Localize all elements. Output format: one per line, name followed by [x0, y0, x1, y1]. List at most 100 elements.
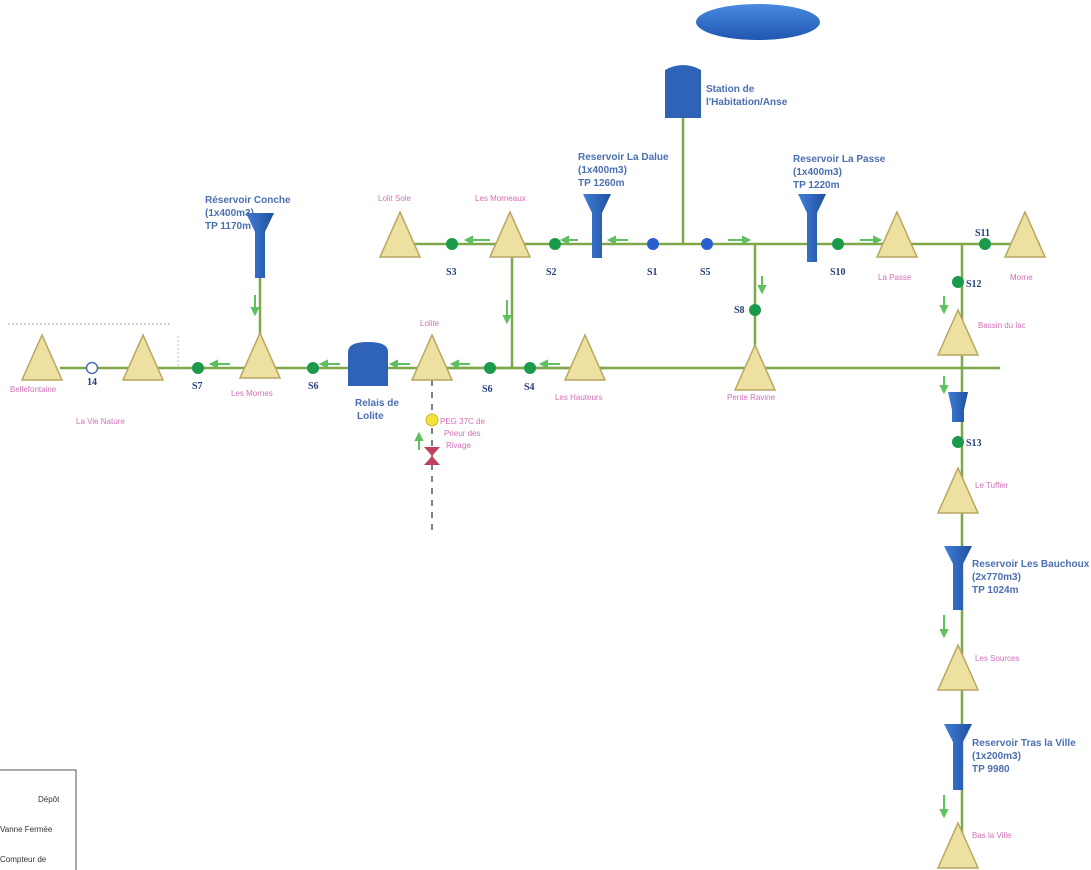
arrow-head: [414, 431, 424, 441]
place-la-vie-nature: La Vie Nature: [76, 417, 125, 426]
node-label-s12: S12: [966, 279, 982, 290]
node-14: [85, 361, 99, 375]
reservoir-tras-la-ville-label-3: TP 9980: [972, 764, 1010, 775]
triangle-lolite: [410, 333, 454, 381]
arrow-head: [463, 235, 473, 245]
reservoir-la-passe-label-3: TP 1220m: [793, 180, 840, 191]
node-label-s9: S8: [734, 305, 745, 316]
pumping-station-icon: [665, 65, 701, 118]
place-far-left: Bellefontaine: [10, 385, 57, 394]
place-lolit-sole: Lolit Sole: [378, 194, 411, 203]
reservoir-la-dalue-label-1: Reservoir La Dalue: [578, 152, 669, 163]
reservoir-la-dalue-label-2: (1x400m3): [578, 165, 627, 176]
arrow-head: [939, 629, 949, 639]
triangle-morne-right: [1003, 210, 1047, 258]
reservoir-la-passe-label-1: Reservoir La Passe: [793, 154, 886, 165]
reservoir-les-bauchoux-label-3: TP 1024m: [972, 585, 1019, 596]
triangle-bassin-lac: [936, 308, 980, 356]
triangle-les-sources: [936, 643, 980, 691]
node-s12: [952, 276, 964, 288]
node-label-s6: S6: [308, 381, 319, 392]
node-s10: [832, 238, 844, 250]
station-label-1: Station de: [706, 84, 755, 95]
station-label-2: l'Habitation/Anse: [706, 97, 788, 108]
forage-label-1: PEG 37C de: [440, 417, 485, 426]
node-label-s11: S11: [975, 228, 990, 239]
arrow-head: [939, 809, 949, 819]
relais-lolite-icon: [348, 342, 388, 386]
node-label-s6b: S6: [482, 384, 493, 395]
node-s5: [701, 238, 713, 250]
node-label-14: 14: [87, 377, 97, 388]
forage-source-icon: [425, 413, 439, 427]
triangle-la-vie-nature: [121, 333, 165, 381]
place-la-passe: La Passe: [878, 273, 912, 282]
node-label-s3: S3: [446, 267, 457, 278]
reservoir-les-bauchoux-label-2: (2x770m3): [972, 572, 1021, 583]
closed-valve-icon: [424, 447, 440, 465]
place-pente-ravine: Pente Ravine: [727, 393, 776, 402]
reservoir-conche-label-3: TP 1170m: [205, 221, 251, 232]
relais-label-2: Lolite: [357, 411, 384, 422]
place-les-mornes: Les Mornes: [231, 389, 273, 398]
node-label-s7: S7: [192, 381, 203, 392]
arrow-head: [873, 235, 883, 245]
reservoir-la-passe-label-2: (1x400m3): [793, 167, 842, 178]
node-s4: [524, 362, 536, 374]
arrow-head: [388, 359, 398, 369]
place-les-morneaux: Les Morneaux: [475, 194, 526, 203]
arrow-head: [250, 307, 260, 317]
triangle-le-tuffier: [936, 466, 980, 514]
legend: Dépôt Vanne Fermée Compteur de: [0, 769, 77, 870]
place-bassin-lac: Bassin du lac: [978, 321, 1026, 330]
reservoir-conche-label-1: Réservoir Conche: [205, 195, 291, 206]
triangle-far-left: [20, 333, 64, 381]
arrow-head: [559, 235, 569, 245]
reservoir-small-icon: [948, 392, 968, 422]
reservoir-les-bauchoux-label-1: Reservoir Les Bauchoux: [972, 559, 1090, 570]
arrow-head: [939, 385, 949, 395]
node-label-s10: S10: [830, 267, 846, 278]
legend-item-2: Vanne Fermée: [0, 825, 53, 834]
network-nodes: [85, 238, 991, 448]
triangle-bas-la-ville: [936, 821, 980, 869]
node-s1: [647, 238, 659, 250]
forage-label-2: Prieur des: [444, 429, 480, 438]
arrow-head: [502, 315, 512, 325]
arrow-head: [449, 359, 459, 369]
node-s6: [307, 362, 319, 374]
reservoir-conche-icon: [246, 213, 274, 278]
legend-item-3: Compteur de: [0, 855, 47, 864]
triangle-les-morneaux: [488, 210, 532, 258]
arrow-head: [538, 359, 548, 369]
arrow-head: [208, 359, 218, 369]
triangle-la-passe: [875, 210, 919, 258]
node-s3: [446, 238, 458, 250]
triangle-lolit-sole: [378, 210, 422, 258]
forage-label-3: Rivage: [446, 441, 471, 450]
arrow-head: [318, 359, 328, 369]
place-le-tuffier: Le Tuffier: [975, 481, 1009, 490]
triangle-les-hauteurs: [563, 333, 607, 381]
reservoir-tras-la-ville-icon: [944, 724, 972, 790]
arrow-head: [742, 235, 752, 245]
place-morne-right: Morne: [1010, 273, 1033, 282]
node-label-s5: S5: [700, 267, 711, 278]
ellipse-reservoir-icon: [696, 4, 820, 40]
triangle-pente-ravine: [733, 343, 777, 391]
place-les-hauteurs: Les Hauteurs: [555, 393, 603, 402]
arrow-head: [606, 235, 616, 245]
reservoir-tras-la-ville-label-2: (1x200m3): [972, 751, 1021, 762]
node-s6b: [484, 362, 496, 374]
node-label-s2: S2: [546, 267, 557, 278]
arrow-head: [939, 305, 949, 315]
reservoir-la-passe-icon: [798, 194, 826, 262]
node-label-s1: S1: [647, 267, 658, 278]
node-label-s13: S13: [966, 438, 982, 449]
node-s11: [979, 238, 991, 250]
reservoir-conche-label-2: (1x400m3): [205, 208, 254, 219]
reservoir-la-dalue-icon: [583, 194, 611, 258]
place-lolite: Lolite: [420, 319, 440, 328]
reservoir-les-bauchoux-icon: [944, 546, 972, 610]
